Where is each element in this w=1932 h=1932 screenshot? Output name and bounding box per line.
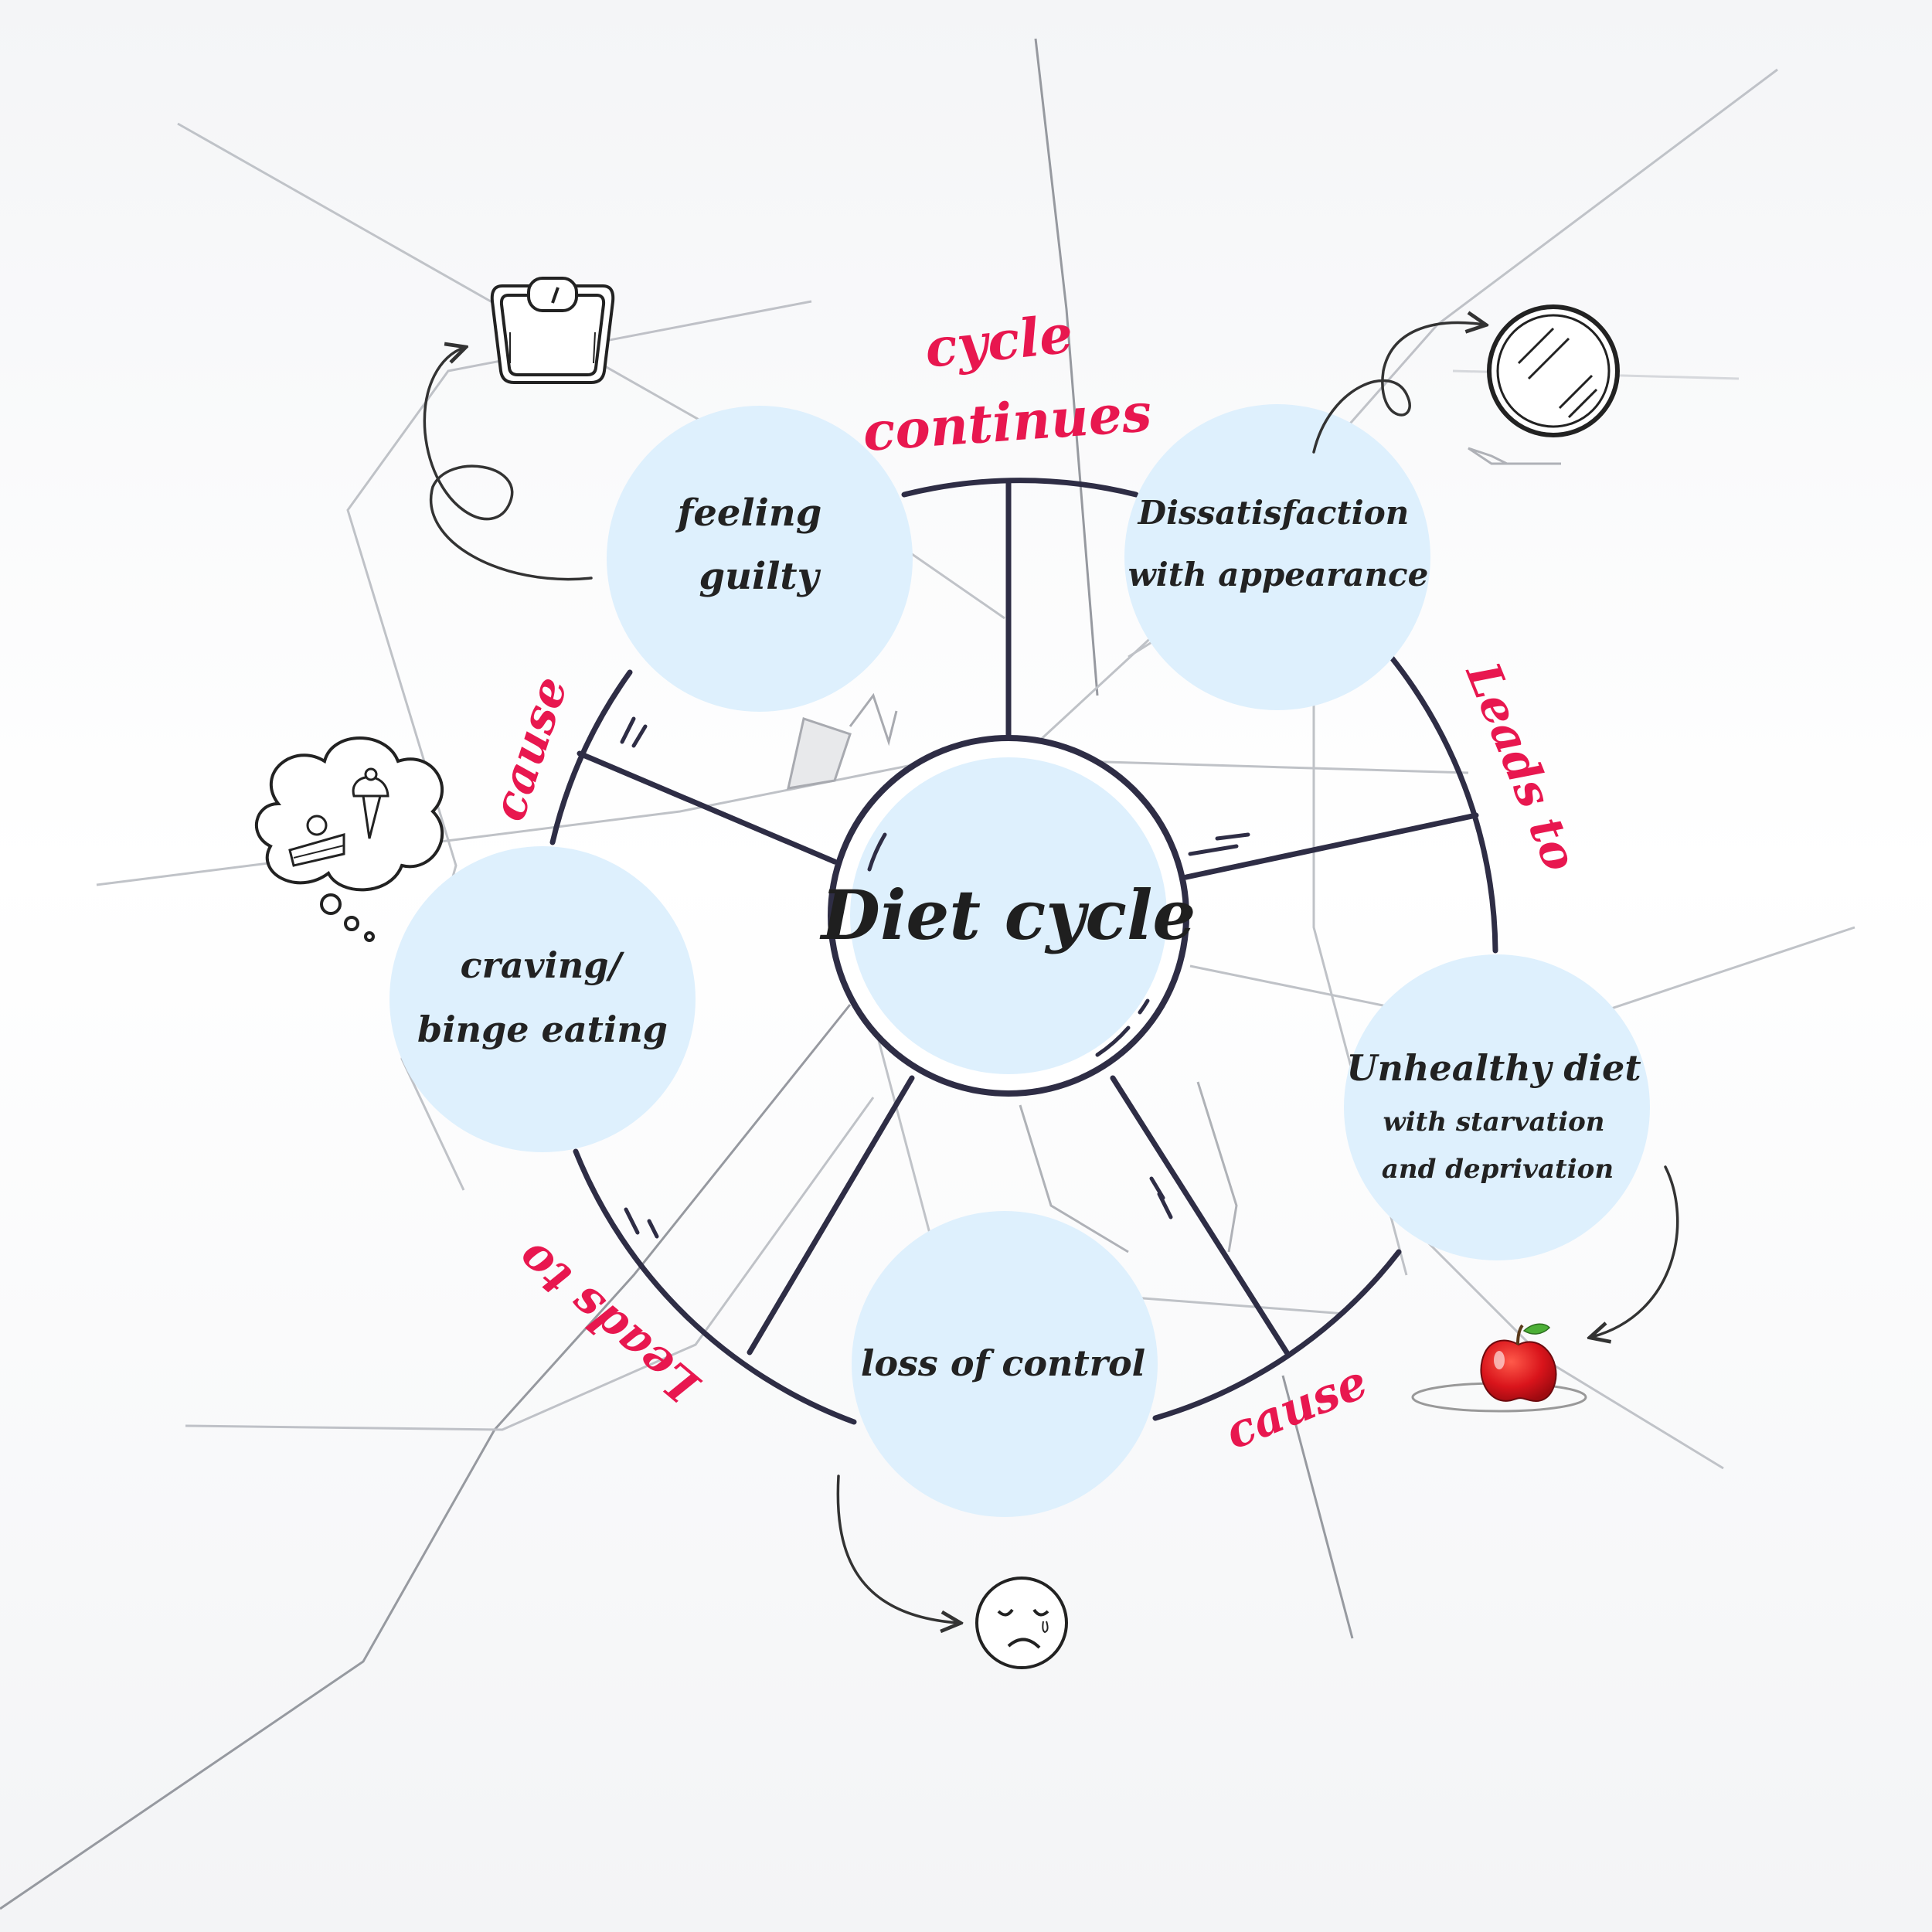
scale-icon [490, 277, 615, 384]
node-dissatisfaction-line1: Dissatisfaction [1138, 494, 1410, 532]
spokes [577, 479, 1479, 1355]
node-loss-of-control: loss of control [852, 1211, 1158, 1517]
food-thought-icon [255, 736, 444, 942]
node-unhealthy-diet-line2: with starvation [1383, 1107, 1604, 1138]
node-craving-line1: craving/ [461, 944, 625, 986]
center-label: Diet cycle [819, 875, 1196, 955]
arc-label-leads-to-right: Leads to [1454, 654, 1587, 879]
node-unhealthy-diet-line3: and deprivation [1382, 1154, 1614, 1185]
node-feeling-guilty-line2: guilty [699, 555, 821, 598]
arc-label-cause-bottom-right: cause [1218, 1355, 1375, 1460]
node-craving-line2: binge eating [417, 1009, 668, 1050]
arc-label-cycle: cycle [922, 303, 1076, 380]
node-unhealthy-diet-line1: Unhealthy diet [1346, 1047, 1641, 1089]
node-dissatisfaction-line2: with appearance [1128, 556, 1429, 594]
node-craving: craving/ binge eating [389, 846, 696, 1152]
node-feeling-guilty-line1: feeling [675, 492, 822, 535]
arc-label-leads-to-bottom-left: Leads to [507, 1230, 711, 1413]
sad-face-icon [975, 1577, 1068, 1669]
apple-icon [1411, 1323, 1587, 1413]
tick-marks [620, 716, 1250, 1239]
node-feeling-guilty: feeling guilty [607, 406, 913, 712]
mirror-icon [1487, 304, 1620, 437]
connector-arrows [423, 323, 1679, 1624]
node-unhealthy-diet: Unhealthy diet with starvation and depri… [1344, 954, 1650, 1260]
center-node: Diet cycle [819, 735, 1196, 1097]
arc-label-continues: continues [861, 382, 1154, 464]
node-dissatisfaction: Dissatisfaction with appearance [1124, 404, 1430, 710]
node-loss-of-control-line1: loss of control [861, 1342, 1145, 1384]
